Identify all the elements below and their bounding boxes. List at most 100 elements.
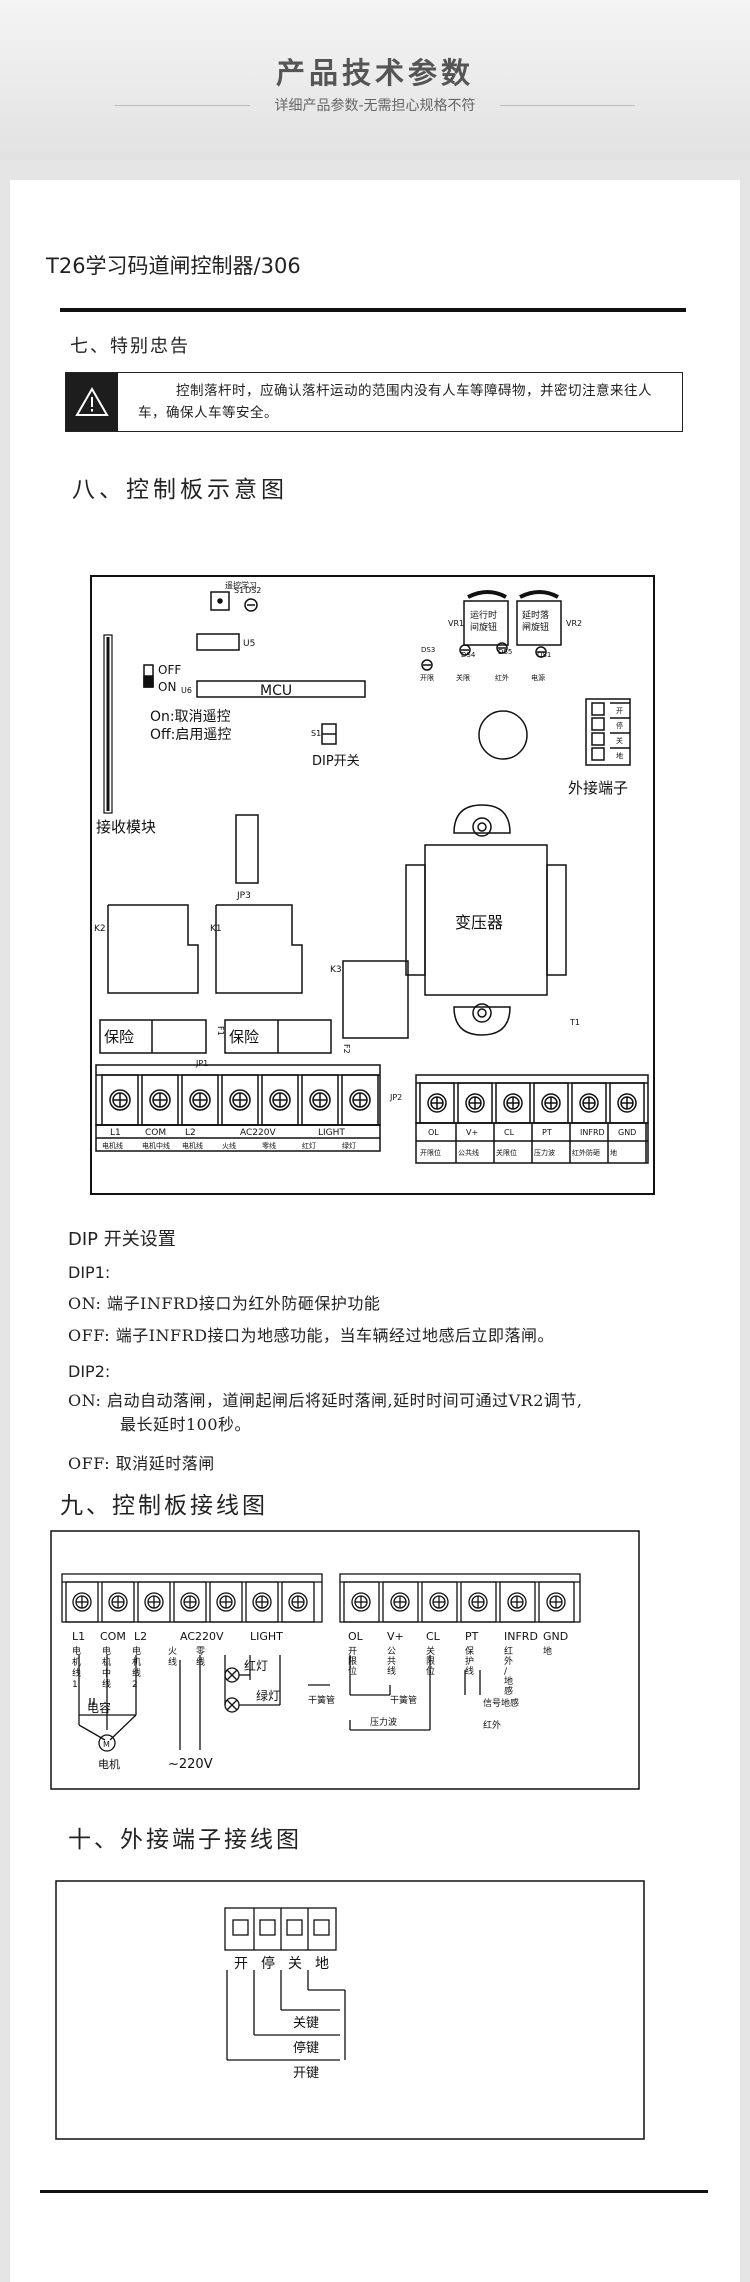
wiring-left-desc-char: 电 bbox=[102, 1645, 111, 1657]
board-left-terminal-desc: 电机中线 bbox=[142, 1141, 170, 1150]
svg-text:保险: 保险 bbox=[104, 1028, 134, 1046]
wiring-right-desc-char: 保 bbox=[465, 1645, 474, 1657]
dip1-on-text: ON: 端子INFRD接口为红外防砸保护功能 bbox=[68, 1294, 381, 1313]
relay-k2 bbox=[107, 904, 199, 994]
board-left-screw bbox=[349, 1089, 371, 1111]
board-left-terminal-label: LIGHT bbox=[318, 1128, 345, 1138]
board-led bbox=[496, 642, 508, 654]
svg-text:JP2: JP2 bbox=[389, 1093, 402, 1102]
wiring-left-desc-char: 电 bbox=[132, 1645, 141, 1657]
board-right-terminal-desc: 红外防砸 bbox=[572, 1148, 600, 1157]
board-left-terminal-desc: 红灯 bbox=[302, 1141, 316, 1150]
transformer-label: 变压器 bbox=[455, 913, 503, 932]
led-ds2 bbox=[244, 598, 258, 612]
open-key-label: 开键 bbox=[293, 2066, 319, 2081]
svg-text:延时落: 延时落 bbox=[522, 609, 549, 621]
warning-box: 控制落杆时，应确认落杆运动的范围内没有人车等障碍物，并密切注意来往人车，确保人车… bbox=[65, 372, 683, 432]
close-key-label: 关键 bbox=[293, 2016, 319, 2031]
wiring-left-desc-char: 零 bbox=[196, 1646, 205, 1657]
ext-terminal-diagram: 开停关地 关键 停键 开键 bbox=[55, 1880, 645, 2140]
dip1-off-text: OFF: 端子INFRD接口为地感功能，当车辆经过地感后立即落闸。 bbox=[68, 1326, 555, 1345]
wiring-left-screw bbox=[288, 1592, 308, 1612]
ext-diagram-label: 开 bbox=[234, 1956, 248, 1972]
board-left-screw bbox=[269, 1089, 291, 1111]
svg-text:U5: U5 bbox=[243, 639, 255, 649]
wiring-left-desc-char: 机 bbox=[72, 1656, 81, 1668]
header-divider-left bbox=[115, 105, 250, 106]
board-right-terminal-desc: 压力波 bbox=[534, 1148, 555, 1157]
content-card: T26学习码道闸控制器/306 七、特别忠告 控制落杆时，应确认落杆运动的范围内… bbox=[10, 180, 740, 2282]
wiring-right-desc-char: 开 bbox=[348, 1646, 357, 1657]
wiring-frame bbox=[50, 1530, 640, 1790]
board-left-screw bbox=[229, 1089, 251, 1111]
wiring-right-desc-char: 关 bbox=[426, 1645, 435, 1657]
section9-title: 九、控制板接线图 bbox=[60, 1493, 268, 1519]
wiring-right-terminal-label: OL bbox=[348, 1630, 364, 1643]
svg-text:F2: F2 bbox=[342, 1044, 351, 1054]
capacitor bbox=[478, 710, 528, 760]
board-led bbox=[421, 659, 433, 671]
svg-text:M: M bbox=[103, 1740, 110, 1749]
board-led bbox=[535, 646, 547, 658]
motor-symbol bbox=[98, 1734, 116, 1752]
svg-text:红外: 红外 bbox=[495, 673, 509, 682]
board-left-terminal-desc: 绿灯 bbox=[342, 1141, 356, 1150]
wiring-right-desc-char: 红 bbox=[504, 1645, 513, 1657]
wiring-right-desc-char: 地 bbox=[504, 1675, 513, 1687]
board-left-terminal-desc: 零线 bbox=[262, 1141, 276, 1150]
board-led bbox=[459, 644, 471, 656]
board-left-terminal-label: COM bbox=[145, 1128, 166, 1138]
header-subtitle: 详细产品参数-无需担心规格不符 bbox=[274, 98, 476, 114]
board-right-terminal-label: INFRD bbox=[580, 1128, 605, 1137]
ext-diagram-slot bbox=[259, 1919, 276, 1936]
ext-diagram-slot bbox=[232, 1919, 249, 1936]
ext-terminal-slot bbox=[591, 747, 605, 761]
section10-title: 十、外接端子接线图 bbox=[68, 1827, 302, 1853]
wiring-right-desc-char: 护 bbox=[465, 1655, 474, 1667]
dip-switch-label: DIP开关 bbox=[312, 754, 360, 769]
ext-terminal-label: 地 bbox=[616, 751, 623, 760]
svg-text:ON: ON bbox=[158, 680, 176, 694]
wiring-left-screw bbox=[252, 1592, 272, 1612]
ext-terminal-label: 停 bbox=[616, 721, 623, 730]
svg-text:关限: 关限 bbox=[456, 673, 470, 682]
dip-title: DIP 开关设置 bbox=[68, 1229, 176, 1250]
control-board-diagram: 遥控学习 S1 DS2 U5 OFF ON U6 MCU On:取消遥控 Off… bbox=[90, 575, 655, 1195]
chip-u5 bbox=[196, 633, 240, 651]
board-left-terminal-label: L2 bbox=[185, 1128, 196, 1138]
dip2-on-text: ON: 启动自动落闸，道闸起闸后将延时落闸,延时时间可通过VR2调节, 最长延时… bbox=[68, 1389, 728, 1437]
title-rule bbox=[60, 308, 686, 312]
board-outline bbox=[90, 575, 655, 1195]
dip2-off-text: OFF: 取消延时落闸 bbox=[68, 1454, 215, 1473]
chip-mcu bbox=[196, 680, 366, 698]
voltage-label: ~220V bbox=[168, 1757, 213, 1772]
svg-text:OFF: OFF bbox=[158, 663, 181, 677]
svg-text:U6: U6 bbox=[181, 686, 192, 695]
section7-title: 七、特别忠告 bbox=[70, 336, 190, 357]
ext-terminal-slot bbox=[591, 717, 605, 731]
svg-text:T1: T1 bbox=[569, 1018, 580, 1027]
wiring-right-terminal-label: PT bbox=[465, 1630, 479, 1643]
warning-icon bbox=[66, 373, 118, 431]
svg-text:保险: 保险 bbox=[229, 1028, 259, 1046]
svg-text:S1: S1 bbox=[311, 729, 321, 738]
board-right-screw bbox=[427, 1093, 447, 1113]
wiring-right-screw bbox=[468, 1592, 488, 1612]
knob-vr1 bbox=[463, 600, 509, 646]
header-title: 产品技术参数 bbox=[275, 56, 474, 90]
wiring-right-screw bbox=[351, 1592, 371, 1612]
ext-diagram-label: 停 bbox=[261, 1955, 275, 1972]
wiring-left-desc-char: 电 bbox=[72, 1645, 81, 1657]
svg-text:K2: K2 bbox=[94, 924, 106, 934]
svg-text:信号地感: 信号地感 bbox=[483, 1697, 519, 1709]
wiring-left-screw bbox=[180, 1592, 200, 1612]
header-divider-right bbox=[500, 105, 635, 106]
wiring-right-desc-char: 线 bbox=[387, 1665, 396, 1677]
wiring-left-terminal-label: LIGHT bbox=[250, 1630, 283, 1643]
wiring-right-screw bbox=[429, 1592, 449, 1612]
wiring-right-desc-char: 线 bbox=[465, 1665, 474, 1677]
board-left-terminal-label: AC220V bbox=[240, 1128, 276, 1138]
svg-text:压力波: 压力波 bbox=[370, 1716, 397, 1728]
off-desc: Off:启用遥控 bbox=[150, 727, 231, 743]
